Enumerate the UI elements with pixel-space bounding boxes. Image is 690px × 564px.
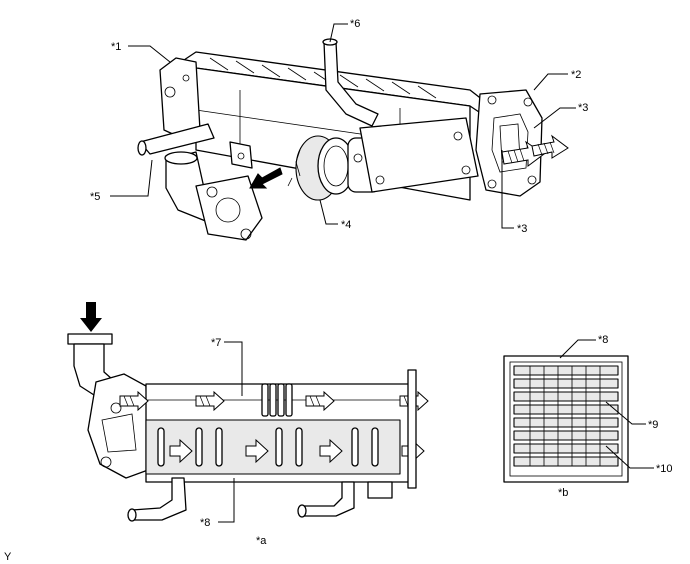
bellows <box>261 383 293 417</box>
bottom-leaders <box>218 339 654 523</box>
elbow-flange <box>195 175 263 241</box>
callout-10: *10 <box>656 463 673 475</box>
callout-8-cutaway: *8 <box>200 517 210 529</box>
cutaway-right-plate <box>407 369 417 489</box>
egr-cooler-assembly <box>137 38 569 241</box>
footer-mark: Y <box>4 551 12 563</box>
top-leaders <box>110 23 576 229</box>
cooler-ribs <box>209 57 437 99</box>
coolant-pipe-left <box>139 123 215 155</box>
callout-2: *2 <box>571 69 581 81</box>
inner-shell-slots <box>157 427 379 467</box>
mounting-bracket <box>229 141 253 169</box>
egr-cooler-cutaway <box>67 302 429 522</box>
bottom-bracket <box>367 481 393 499</box>
callout-1: *1 <box>111 41 121 53</box>
callout-3-lower: *3 <box>517 223 527 235</box>
right-end-flange <box>475 89 543 197</box>
flange-bolt-hole <box>164 86 176 98</box>
valve-mounting-plate <box>359 117 479 193</box>
cutaway-inner-shell <box>145 419 401 475</box>
coolant-pipe-bottom-left <box>131 477 187 521</box>
callout-9: *9 <box>648 419 658 431</box>
cooler-cross-section <box>503 355 629 483</box>
inlet-flange <box>67 333 113 345</box>
tube-fins <box>529 366 601 466</box>
cooler-tubes <box>513 365 619 467</box>
callout-3-upper: *3 <box>578 102 588 114</box>
callout-7: *7 <box>211 337 221 349</box>
cutaway-end-cap <box>87 373 149 479</box>
callout-6: *6 <box>350 18 360 30</box>
arrow-left-down-icon <box>249 167 283 189</box>
coolant-pipe-upper <box>323 41 379 127</box>
arrow-down-icon <box>80 302 102 332</box>
callout-8-section: *8 <box>598 334 608 346</box>
coolant-pipe-bottom-right <box>301 481 355 517</box>
label-a: *a <box>256 535 267 547</box>
label-b: *b <box>558 487 568 499</box>
callout-5: *5 <box>90 191 100 203</box>
callout-4: *4 <box>341 219 351 231</box>
